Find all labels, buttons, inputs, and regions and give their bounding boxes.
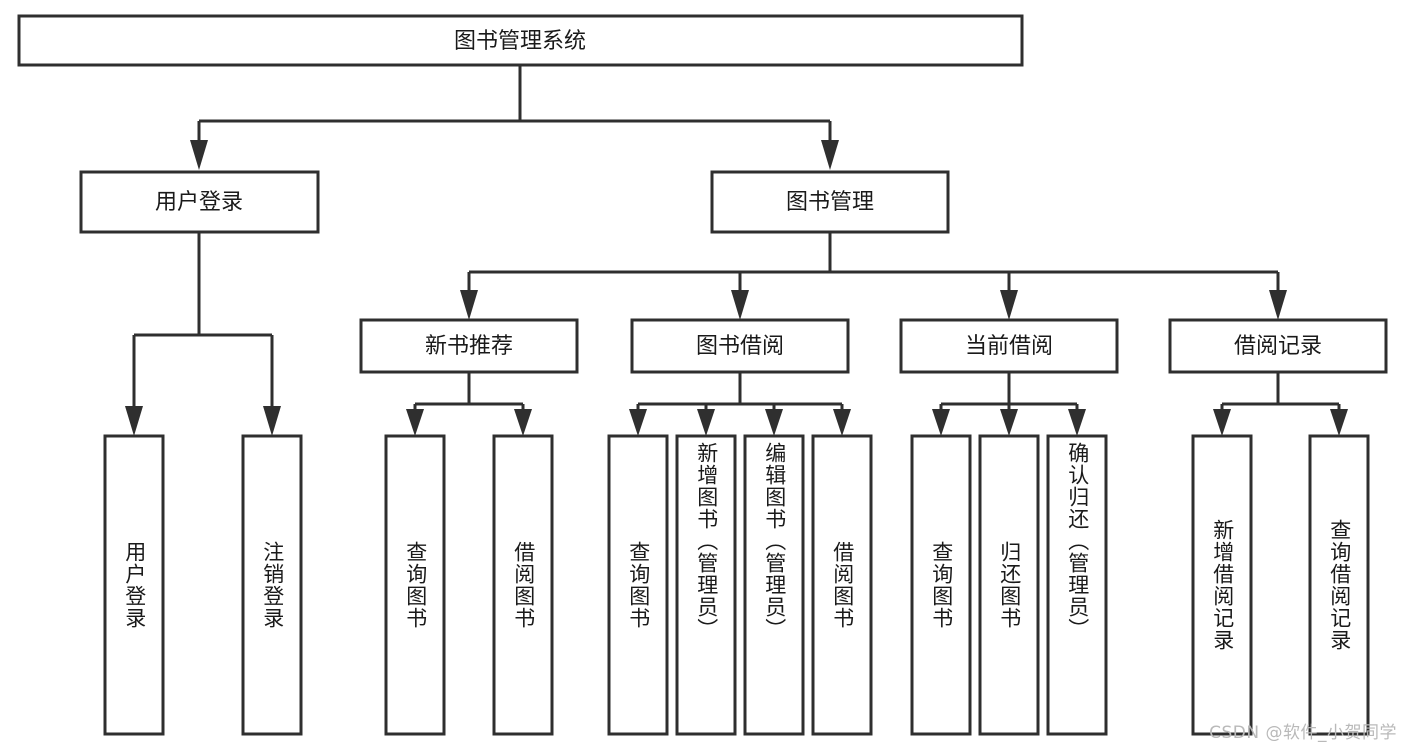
leaf-box-edit-book[interactable] xyxy=(743,434,805,736)
borrow-record-label: 借阅记录 xyxy=(1234,334,1322,359)
arrow-to-book-manage xyxy=(821,140,839,170)
book-manage-label: 图书管理 xyxy=(786,190,874,215)
book-borrow-box xyxy=(630,318,850,374)
leaf-box-query-book-3[interactable] xyxy=(910,434,972,736)
arrow-leaf-return-book xyxy=(1000,409,1018,436)
leaf-box-query-book-2[interactable] xyxy=(607,434,669,736)
connector-user-login-to-leaves xyxy=(125,232,281,436)
node-user-login[interactable]: 用户登录 xyxy=(79,170,320,234)
current-borrow-label: 当前借阅 xyxy=(965,334,1053,359)
connector-borrow-record-to-leaves xyxy=(1213,372,1348,436)
node-book-borrow[interactable]: 图书借阅 xyxy=(630,318,850,374)
new-book-recommend-label: 新书推荐 xyxy=(425,334,513,359)
current-borrow-box xyxy=(899,318,1119,374)
arrow-leaf-query-book-1 xyxy=(406,409,424,436)
root-label: 图书管理系统 xyxy=(454,29,586,54)
book-manage-box xyxy=(710,170,950,234)
leaf-box-borrow-book-2[interactable] xyxy=(811,434,873,736)
leaf-box-confirm-return[interactable] xyxy=(1046,434,1108,736)
arrow-leaf-logout xyxy=(263,406,281,436)
root-box xyxy=(17,14,1024,67)
arrow-leaf-add-record xyxy=(1213,409,1231,436)
leaf-box-logout[interactable] xyxy=(241,434,303,736)
leaf-box-return-book[interactable] xyxy=(978,434,1040,736)
connector-current-borrow-to-leaves xyxy=(932,372,1086,436)
arrow-leaf-borrow-book-2 xyxy=(833,409,851,436)
leaf-box-query-record[interactable] xyxy=(1308,434,1370,736)
arrow-leaf-confirm-return xyxy=(1068,409,1086,436)
arrow-new-book-recommend xyxy=(460,290,478,320)
arrow-leaf-query-book-3 xyxy=(932,409,950,436)
arrow-leaf-edit-book xyxy=(765,409,783,436)
arrow-leaf-query-book-2 xyxy=(629,409,647,436)
leaf-box-add-book[interactable] xyxy=(675,434,737,736)
node-current-borrow[interactable]: 当前借阅 xyxy=(899,318,1119,374)
leaf-box-user-login[interactable] xyxy=(103,434,165,736)
user-login-label: 用户登录 xyxy=(155,190,243,215)
leaf-box-borrow-book-1[interactable] xyxy=(492,434,554,736)
arrow-leaf-user-login xyxy=(125,406,143,436)
arrow-leaf-query-record xyxy=(1330,409,1348,436)
connector-new-book-recommend-to-leaves xyxy=(406,372,532,436)
new-book-recommend-box xyxy=(359,318,579,374)
connector-root-to-level2 xyxy=(190,65,839,170)
connector-book-manage-to-level3 xyxy=(460,232,1287,320)
arrow-book-borrow xyxy=(731,290,749,320)
arrow-leaf-borrow-book-1 xyxy=(514,409,532,436)
csdn-watermark: CSDN @软件_小贺同学 xyxy=(1209,723,1397,743)
connector-book-borrow-to-leaves xyxy=(629,372,851,436)
arrow-leaf-add-book xyxy=(697,409,715,436)
node-book-manage[interactable]: 图书管理 xyxy=(710,170,950,234)
arrow-to-user-login xyxy=(190,140,208,170)
leaf-box-query-book-1[interactable] xyxy=(384,434,446,736)
leaf-boxes xyxy=(103,434,1370,736)
borrow-record-box xyxy=(1168,318,1388,374)
arrow-current-borrow xyxy=(1000,290,1018,320)
leaf-box-add-record[interactable] xyxy=(1191,434,1253,736)
book-borrow-label: 图书借阅 xyxy=(696,334,784,359)
node-borrow-record[interactable]: 借阅记录 xyxy=(1168,318,1388,374)
node-root[interactable]: 图书管理系统 xyxy=(17,14,1024,67)
arrow-borrow-record xyxy=(1269,290,1287,320)
node-new-book-recommend[interactable]: 新书推荐 xyxy=(359,318,579,374)
